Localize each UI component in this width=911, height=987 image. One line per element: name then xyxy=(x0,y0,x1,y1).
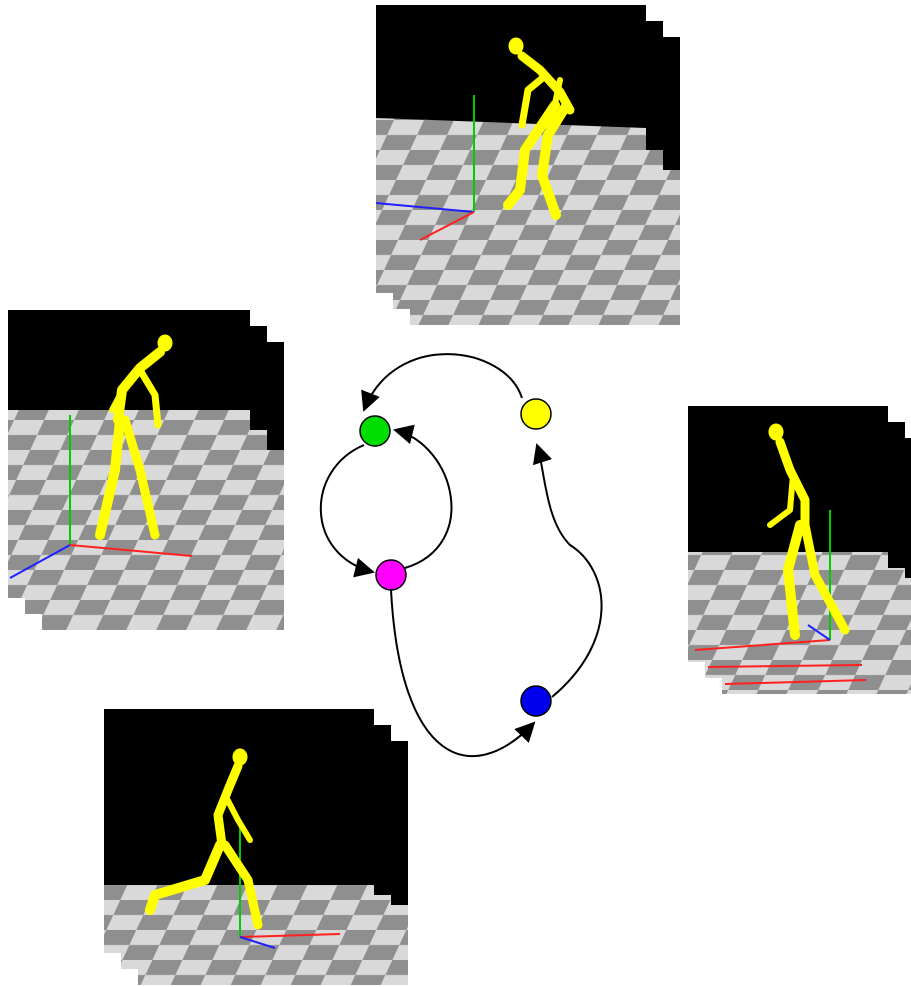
frame-main xyxy=(8,310,250,598)
node-blue xyxy=(520,685,552,717)
panel-bottom xyxy=(104,709,408,985)
edge-blue-to-yellow xyxy=(532,443,603,698)
panel-top xyxy=(375,5,680,325)
edge-magenta-to-blue xyxy=(390,589,536,758)
edge-yellow-to-green xyxy=(361,353,523,412)
node-green xyxy=(359,415,391,447)
edge-magenta-to-green xyxy=(393,424,453,569)
axis-gizmo xyxy=(239,823,341,949)
yellow-figure xyxy=(767,423,850,640)
frame-main xyxy=(688,406,888,662)
panel-left xyxy=(8,310,284,630)
yellow-figure xyxy=(145,748,263,930)
axis-gizmo xyxy=(375,95,475,241)
panel-right xyxy=(688,406,911,694)
graph-edges xyxy=(319,353,603,758)
node-magenta xyxy=(375,559,407,591)
axis-gizmo xyxy=(9,415,193,579)
node-yellow xyxy=(520,398,552,430)
axis-gizmo xyxy=(694,510,867,685)
yellow-figure xyxy=(95,334,173,540)
graph-nodes xyxy=(359,398,552,717)
yellow-figure xyxy=(503,37,575,220)
edge-green-to-magenta xyxy=(319,444,375,578)
